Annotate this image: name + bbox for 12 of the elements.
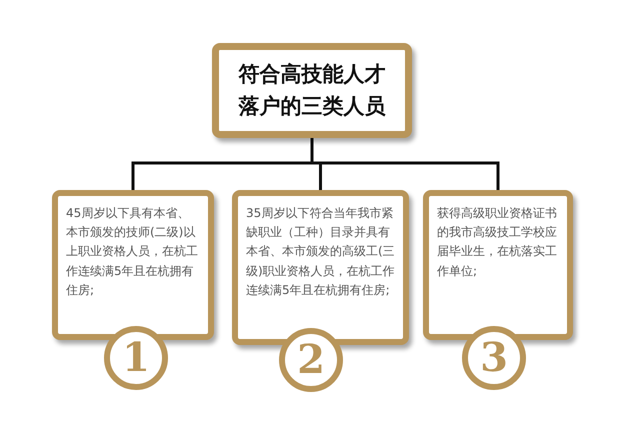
category-card	[52, 190, 214, 340]
number-circle: 2	[279, 328, 343, 392]
category-description: 35周岁以下符合当年我市紧缺职业（工种）目录并具有本省、本市颁发的高级工(三级)职业资格人员，在杭工作连续满5年且在杭拥有住房;	[246, 205, 395, 299]
category-card	[423, 190, 573, 340]
category-description: 45周岁以下具有本省、本市颁发的技师(二级)以上职业资格人员，在杭工作连续满5年且在杭拥有住房;	[66, 205, 199, 299]
category-description: 获得高级职业资格证书的我市高级技工学校应届毕业生，在杭落实工作单位;	[437, 205, 558, 280]
title-text: 符合高技能人才落户的三类人员	[238, 61, 386, 120]
title-box	[212, 43, 412, 138]
number-circle: 1	[104, 326, 168, 390]
connector-line	[310, 138, 500, 190]
number-circle: 3	[462, 326, 526, 390]
category-card	[232, 190, 409, 345]
